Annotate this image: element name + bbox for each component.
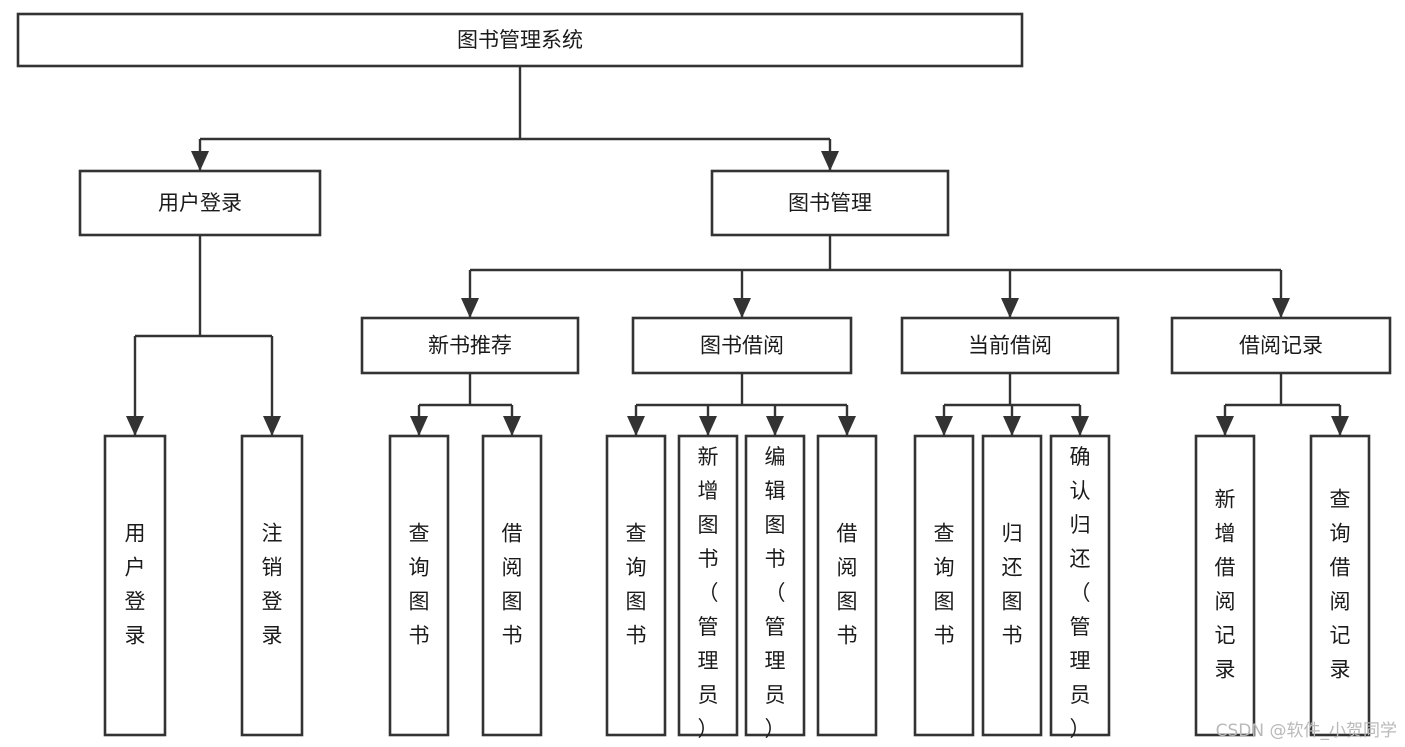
arrow-head-icon-root-1	[821, 151, 839, 171]
arrow-head-icon-book-manage-3	[1272, 298, 1290, 318]
node-box-borrow-record[interactable]	[1170, 316, 1392, 375]
node-label-borrow-book-1: 借阅图书	[502, 522, 523, 648]
node-box-query-borrow-record[interactable]	[1309, 434, 1371, 737]
arrow-head-icon-current-borrow-1	[1003, 416, 1021, 436]
node-box-borrow-book-2[interactable]	[816, 434, 878, 737]
node-box-book-manage[interactable]	[710, 169, 950, 237]
node-box-user-logout[interactable]	[240, 434, 304, 737]
node-box-add-borrow-record[interactable]	[1194, 434, 1256, 737]
node-label-query-borrow-record: 查询借阅记录	[1330, 488, 1351, 682]
node-box-edit-book[interactable]	[744, 434, 806, 737]
arrow-head-icon-current-borrow-0	[935, 416, 953, 436]
node-add-borrow-record[interactable]: 新增借阅记录	[1194, 434, 1256, 737]
node-box-query-book-3[interactable]	[913, 434, 975, 737]
node-label-query-book-3: 查询图书	[934, 522, 955, 648]
arrow-head-icon-root-0	[191, 151, 209, 171]
node-book-borrow[interactable]: 图书借阅	[631, 316, 853, 375]
node-label-borrow-book-2: 借阅图书	[837, 522, 858, 648]
node-box-book-borrow[interactable]	[631, 316, 853, 375]
node-label-return-book: 归还图书	[1002, 522, 1023, 648]
node-borrow-book-1[interactable]: 借阅图书	[481, 434, 543, 737]
node-label-add-borrow-record: 新增借阅记录	[1215, 488, 1236, 682]
arrow-head-icon-book-manage-0	[461, 298, 479, 318]
node-box-query-book-2[interactable]	[605, 434, 667, 737]
arrow-head-icon-user-login-0	[126, 416, 144, 436]
node-borrow-book-2[interactable]: 借阅图书	[816, 434, 878, 737]
node-user-logout[interactable]: 注销登录	[240, 434, 304, 737]
node-box-root[interactable]	[16, 12, 1024, 68]
node-label-borrow-record: 借阅记录	[1239, 334, 1323, 358]
node-current-borrow[interactable]: 当前借阅	[900, 316, 1120, 375]
node-label-current-borrow: 当前借阅	[968, 334, 1052, 358]
node-label-add-book: 新增图书（管理员）	[698, 445, 719, 741]
node-box-current-borrow[interactable]	[900, 316, 1120, 375]
node-box-user-login-do[interactable]	[103, 434, 167, 737]
node-new-book-recommend[interactable]: 新书推荐	[360, 316, 580, 375]
csdn-watermark: CSDN @软件_小贺同学	[1215, 721, 1397, 741]
node-query-borrow-record[interactable]: 查询借阅记录	[1309, 434, 1371, 737]
node-label-query-book-2: 查询图书	[626, 522, 647, 648]
node-add-book[interactable]: 新增图书（管理员）	[677, 434, 739, 741]
node-layer: 图书管理系统用户登录用户登录注销登录图书管理新书推荐查询图书借阅图书图书借阅查询…	[16, 12, 1392, 741]
node-label-query-book-1: 查询图书	[409, 522, 430, 648]
node-borrow-record[interactable]: 借阅记录	[1170, 316, 1392, 375]
arrow-head-icon-new-book-recommend-1	[503, 416, 521, 436]
node-book-manage[interactable]: 图书管理	[710, 169, 950, 237]
node-edit-book[interactable]: 编辑图书（管理员）	[744, 434, 806, 741]
arrow-head-icon-current-borrow-2	[1071, 416, 1089, 436]
arrow-head-icon-book-borrow-3	[838, 416, 856, 436]
node-label-book-borrow: 图书借阅	[700, 334, 784, 358]
arrow-head-icon-book-manage-1	[733, 298, 751, 318]
node-query-book-3[interactable]: 查询图书	[913, 434, 975, 737]
arrow-head-icon-book-borrow-0	[627, 416, 645, 436]
arrow-head-icon-borrow-record-1	[1331, 416, 1349, 436]
node-return-book[interactable]: 归还图书	[981, 434, 1043, 737]
node-root[interactable]: 图书管理系统	[16, 12, 1024, 68]
node-label-root: 图书管理系统	[457, 28, 583, 52]
node-box-borrow-book-1[interactable]	[481, 434, 543, 737]
arrow-head-icon-borrow-record-0	[1216, 416, 1234, 436]
arrow-head-icon-user-login-1	[263, 416, 281, 436]
node-label-new-book-recommend: 新书推荐	[428, 334, 512, 358]
node-query-book-1[interactable]: 查询图书	[388, 434, 450, 737]
connector-layer	[126, 66, 1349, 436]
node-box-confirm-return[interactable]	[1049, 434, 1111, 737]
node-box-query-book-1[interactable]	[388, 434, 450, 737]
node-box-return-book[interactable]	[981, 434, 1043, 737]
node-box-new-book-recommend[interactable]	[360, 316, 580, 375]
node-query-book-2[interactable]: 查询图书	[605, 434, 667, 737]
node-label-user-login-do: 用户登录	[125, 522, 146, 648]
arrow-head-icon-book-borrow-2	[766, 416, 784, 436]
node-label-book-manage: 图书管理	[788, 191, 872, 215]
arrow-head-icon-book-manage-2	[1001, 298, 1019, 318]
node-user-login[interactable]: 用户登录	[78, 169, 322, 237]
arrow-head-icon-new-book-recommend-0	[410, 416, 428, 436]
node-label-user-login: 用户登录	[158, 191, 242, 215]
node-label-user-logout: 注销登录	[262, 522, 283, 648]
node-label-edit-book: 编辑图书（管理员）	[765, 445, 786, 741]
node-confirm-return[interactable]: 确认归还（管理员）	[1049, 434, 1111, 741]
node-box-add-book[interactable]	[677, 434, 739, 737]
node-label-confirm-return: 确认归还（管理员）	[1070, 445, 1091, 741]
node-box-user-login[interactable]	[78, 169, 322, 237]
arrow-head-icon-book-borrow-1	[699, 416, 717, 436]
node-user-login-do[interactable]: 用户登录	[103, 434, 167, 737]
